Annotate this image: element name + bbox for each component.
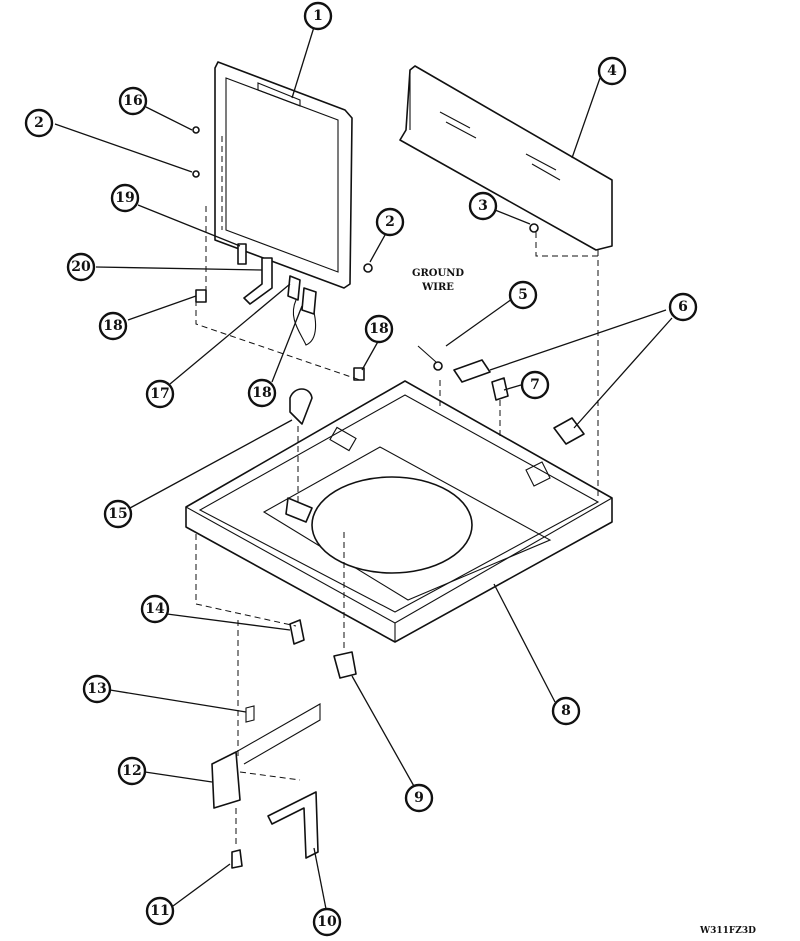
svg-text:13: 13 xyxy=(87,681,106,697)
callout-10: 10 xyxy=(312,907,342,937)
svg-text:18: 18 xyxy=(252,385,271,401)
svg-text:15: 15 xyxy=(108,506,127,522)
svg-text:14: 14 xyxy=(145,601,165,617)
svg-text:6: 6 xyxy=(678,299,688,315)
svg-text:20: 20 xyxy=(71,259,91,275)
svg-text:16: 16 xyxy=(123,93,142,109)
callout-11: 11 xyxy=(145,896,175,926)
leader-lines xyxy=(54,26,673,915)
callout-20: 20 xyxy=(66,252,96,282)
svg-text:9: 9 xyxy=(414,790,424,806)
callout-18-right: 18 xyxy=(364,314,394,344)
callout-6: 6 xyxy=(668,292,698,322)
callout-19: 19 xyxy=(110,183,140,213)
svg-text:7: 7 xyxy=(530,377,540,393)
svg-text:18: 18 xyxy=(369,321,388,337)
ground-wire-label-line2: WIRE xyxy=(421,282,454,293)
callout-18-left: 18 xyxy=(98,311,128,341)
callout-5: 5 xyxy=(508,280,538,310)
assembly-dashed-lines xyxy=(195,136,599,848)
svg-text:5: 5 xyxy=(518,287,528,303)
callout-18-center: 18 xyxy=(247,378,277,408)
svg-text:19: 19 xyxy=(115,190,134,206)
callout-2-left: 2 xyxy=(24,108,54,138)
callout-1: 1 xyxy=(303,1,333,31)
callout-16: 16 xyxy=(118,86,148,116)
callout-8: 8 xyxy=(551,696,581,726)
callout-15: 15 xyxy=(103,499,133,529)
console-backguard-part xyxy=(399,65,613,251)
svg-text:4: 4 xyxy=(607,63,617,79)
callout-7: 7 xyxy=(520,370,550,400)
callout-2-right: 2 xyxy=(375,207,405,237)
callout-4: 4 xyxy=(597,56,627,86)
lid-part xyxy=(214,61,353,289)
svg-text:1: 1 xyxy=(313,8,323,24)
callout-3: 3 xyxy=(468,191,498,221)
svg-text:12: 12 xyxy=(122,763,141,779)
cabinet-top-part xyxy=(185,380,613,643)
svg-text:10: 10 xyxy=(317,914,337,930)
callout-14: 14 xyxy=(140,594,170,624)
callout-12: 12 xyxy=(117,756,147,786)
svg-text:17: 17 xyxy=(150,386,169,402)
svg-text:8: 8 xyxy=(561,703,571,719)
callout-13: 13 xyxy=(82,674,112,704)
svg-text:2: 2 xyxy=(385,214,395,230)
callout-17: 17 xyxy=(145,379,175,409)
drawing-code: W311FZ3D xyxy=(699,926,756,936)
callout-9: 9 xyxy=(404,783,434,813)
svg-text:11: 11 xyxy=(150,903,169,919)
ground-wire-label-line1: GROUND xyxy=(412,268,464,279)
svg-text:3: 3 xyxy=(478,198,488,214)
lower-parts xyxy=(211,619,357,869)
svg-text:2: 2 xyxy=(34,115,44,131)
svg-text:18: 18 xyxy=(103,318,122,334)
